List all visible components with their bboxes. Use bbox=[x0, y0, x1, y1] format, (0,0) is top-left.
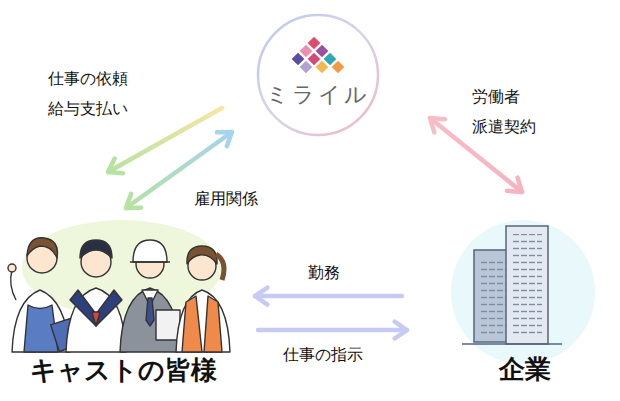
edge-label: 労働者 派遣契約 bbox=[470, 82, 546, 142]
building-icon bbox=[462, 226, 562, 344]
cast-illustration bbox=[8, 238, 230, 352]
arrowhead bbox=[126, 194, 141, 208]
company-ground bbox=[451, 220, 595, 364]
edge-label: 雇用関係 bbox=[192, 184, 260, 214]
company-logo-circle: ミライル bbox=[256, 13, 380, 137]
edge-label: 仕事の指示 bbox=[281, 340, 365, 370]
node-label: ミライル bbox=[266, 82, 370, 108]
arrowhead bbox=[255, 288, 267, 305]
connector-arrow bbox=[258, 322, 407, 339]
arrowhead bbox=[507, 178, 522, 192]
circle-outline bbox=[256, 13, 380, 137]
connector-line bbox=[255, 294, 402, 299]
connector-arrow bbox=[255, 288, 402, 305]
logo-mark bbox=[292, 37, 345, 74]
arrowhead bbox=[108, 159, 123, 174]
connector-line bbox=[258, 328, 407, 333]
edge-label: 勤務 bbox=[306, 258, 342, 288]
node-label: 企業 bbox=[499, 354, 551, 385]
arrowhead bbox=[430, 118, 445, 132]
node-label: キャストの皆様 bbox=[30, 355, 217, 386]
edge-label: 仕事の依頼 給与支払い bbox=[46, 64, 142, 124]
arrowhead bbox=[217, 132, 232, 146]
arrowhead bbox=[395, 322, 407, 339]
client-company: 企業 bbox=[440, 215, 610, 395]
